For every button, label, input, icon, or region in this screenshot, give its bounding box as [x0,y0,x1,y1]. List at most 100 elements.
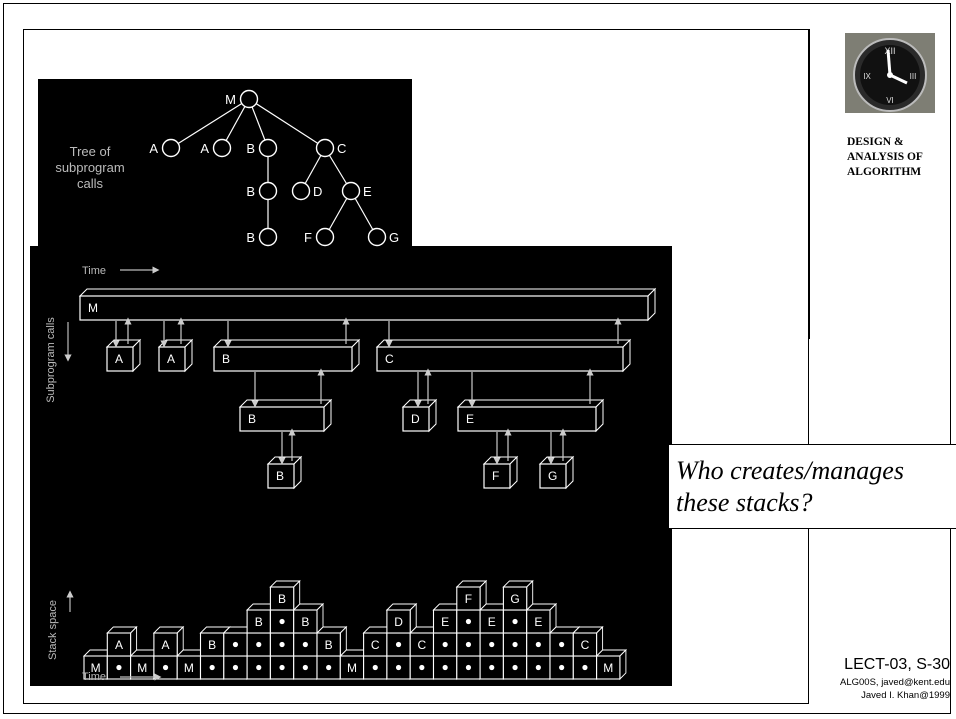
stack-cell-label: C [371,638,380,652]
tree-node-label: M [225,92,236,107]
clock-icon: XII III VI IX [845,33,935,113]
stack-cell-dot [582,664,588,671]
stack-cell-label: C [581,638,590,652]
stack-cell-dot [116,664,122,671]
svg-text:IX: IX [863,72,871,81]
right-rule [809,29,810,339]
tree-node [239,89,259,109]
stack-cell-label: C [418,638,427,652]
stack-cell [269,586,295,611]
tree-node-label: G [389,230,399,245]
stack-cell-dot [465,664,472,671]
slide-frame [3,3,951,714]
activation-box-label: M [88,301,98,315]
tree-title: calls [77,176,104,191]
tree-node [258,181,278,201]
stack-cell [526,609,551,634]
tree-node-label: B [246,184,255,199]
calls-axis-label: Subprogram calls [45,317,57,403]
stack-cell-dot [209,664,215,671]
tree-node-label: A [149,141,158,156]
stack-cell [502,586,528,611]
stack-cell [596,655,621,680]
stack-cell-dot [395,664,402,671]
svg-text:III: III [910,72,917,81]
stack-cell-dot [559,641,565,648]
stack-cell-dot [162,664,169,671]
stack-cell-dot [535,641,541,648]
time-label: Time [82,265,106,277]
activation-box-top [78,288,657,297]
stack-cell-label: B [301,615,309,629]
content-border [23,29,809,704]
stack-cell-dot [489,664,495,671]
stack-cell-label: M [347,661,357,675]
activation-box-label: B [248,412,256,426]
stack-cell [456,586,481,611]
activation-box-label: B [276,469,284,483]
stack-cell-label: G [510,592,519,606]
stack-cell-dot [232,641,239,648]
activation-box-label: A [167,352,175,366]
stack-cell-dot [326,664,332,671]
callout-question: Who creates/manages these stacks? [676,456,904,517]
tree-node-label: A [200,141,209,156]
tree-node-label: B [246,141,255,156]
stack-cell-dot [302,641,308,648]
stack-cell-dot [419,664,425,671]
tree-edge [248,98,326,149]
stack-cell-dot [442,641,448,648]
activation-box [158,346,186,372]
tree-node [341,181,361,201]
stack-cell-label: M [137,661,147,675]
stack-cell-label: B [255,615,263,629]
stack-cell-label: B [325,638,333,652]
stack-cell-dot [279,618,285,625]
stack-cell-dot [279,664,285,671]
tree-node [258,138,278,158]
svg-text:XII: XII [884,46,895,56]
tree-node-label: E [363,184,372,199]
activation-box [239,406,325,432]
stack-cell-dot [256,664,262,671]
stack-cell-dot [279,641,285,648]
tree-node [161,138,181,158]
activation-box [213,346,353,372]
stack-cell-dot [512,618,518,625]
tree-edge [221,98,250,149]
stack-cell-dot [302,664,308,671]
stack-cell [316,632,341,657]
stack-cell-dot [372,664,378,671]
stack-cell-label: B [208,638,216,652]
activation-box-top [212,339,361,348]
stack-cell [106,632,132,657]
tree-edge [170,98,250,149]
activation-box-label: F [492,469,499,483]
tree-node-label: F [304,230,312,245]
activation-box [106,346,134,372]
activation-box-label: A [115,352,123,366]
activation-box-label: D [411,412,420,426]
footer-copyright: Javed I. Khan@1999 [861,690,950,701]
activation-box-top [456,399,605,408]
stack-cell [293,609,318,634]
tree-node [367,227,387,247]
stack-cell-label: M [91,661,101,675]
activation-box [79,295,649,321]
footer-email: ALG00S, javed@kent.edu [840,677,950,688]
stack-cell-label: D [394,615,403,629]
tree-node-label: C [337,141,346,156]
stack-cell-dot [512,664,518,671]
activation-box [457,406,597,432]
stack-cell-label: A [115,638,123,652]
stack-cell-dot [535,664,541,671]
stack-cell-dot [489,641,495,648]
tree-node-label: B [246,230,255,245]
activation-box-label: E [466,412,474,426]
stack-cell-label: M [603,661,613,675]
stack-cell-label: E [488,615,496,629]
stack-cell-label: E [534,615,542,629]
stack-cell-dot [465,618,472,625]
